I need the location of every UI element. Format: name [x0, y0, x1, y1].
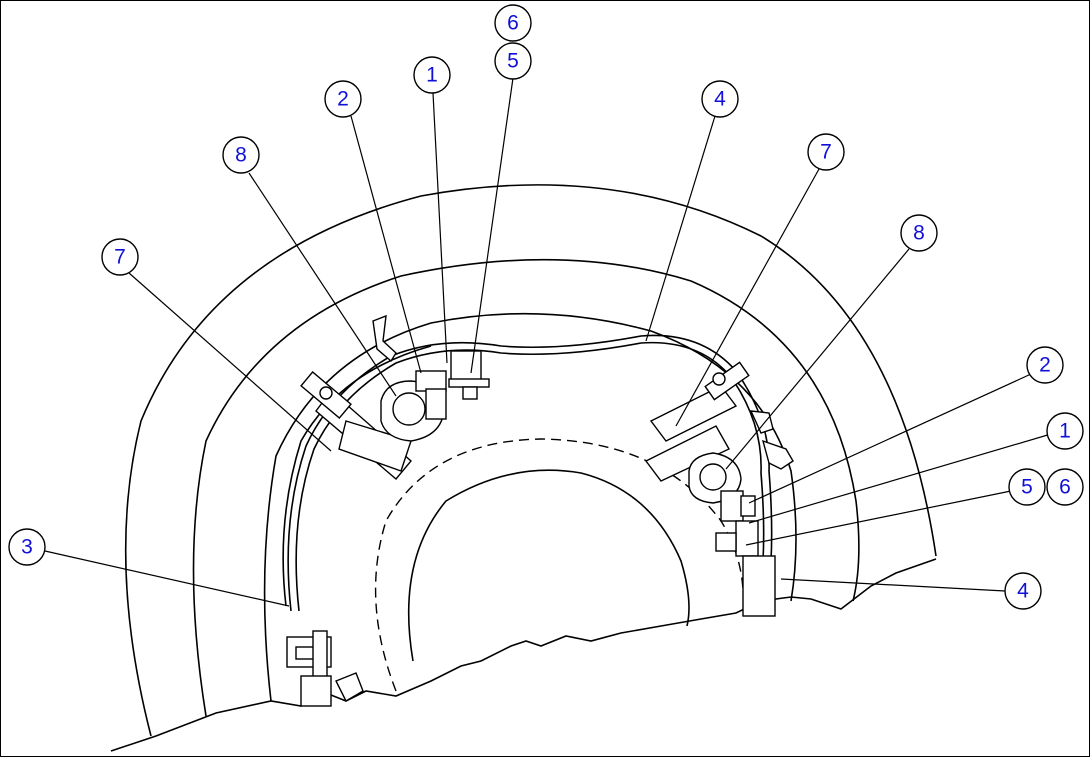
callout-label: 8 [913, 222, 925, 245]
callout-label: 7 [820, 141, 832, 164]
callout-3-left: 3 [8, 528, 46, 566]
callout-label: 5 [507, 50, 519, 73]
callout-2-right: 2 [1026, 346, 1064, 384]
callout-4-top: 4 [701, 80, 739, 118]
right-caliper [644, 361, 794, 617]
callout-label: 6 [507, 12, 519, 35]
left-caliper [300, 314, 490, 480]
callout-4-right: 4 [1004, 572, 1042, 610]
callout-5-top: 5 [494, 42, 532, 80]
callout-7-left: 7 [101, 238, 139, 276]
callout-label: 1 [1059, 420, 1071, 443]
callout-1-right: 1 [1046, 412, 1084, 450]
callout-label: 7 [114, 246, 126, 269]
callout-8-right: 8 [900, 214, 938, 252]
hub-dashed-circle [374, 438, 745, 692]
callout-label: 1 [426, 64, 438, 87]
callout-label: 3 [21, 536, 33, 559]
callout-label: 2 [337, 88, 349, 111]
callout-1-top: 1 [413, 56, 451, 94]
callout-label: 8 [235, 144, 247, 167]
wheel-outline [124, 184, 937, 737]
callout-label: 2 [1039, 354, 1051, 377]
callout-7-right: 7 [807, 133, 845, 171]
callout-5-right: 5 [1008, 468, 1046, 506]
callout-6-top: 6 [494, 4, 532, 42]
lower-bracket [286, 630, 364, 707]
callout-2-top: 2 [324, 80, 362, 118]
callout-6-right: 6 [1046, 468, 1084, 506]
callout-label: 5 [1021, 476, 1033, 499]
cut-line [110, 558, 937, 752]
callout-8-left: 8 [222, 136, 260, 174]
callout-label: 4 [714, 88, 726, 111]
leader-lines [44, 77, 1052, 607]
callout-label: 6 [1059, 476, 1071, 499]
callout-label: 4 [1017, 580, 1029, 603]
